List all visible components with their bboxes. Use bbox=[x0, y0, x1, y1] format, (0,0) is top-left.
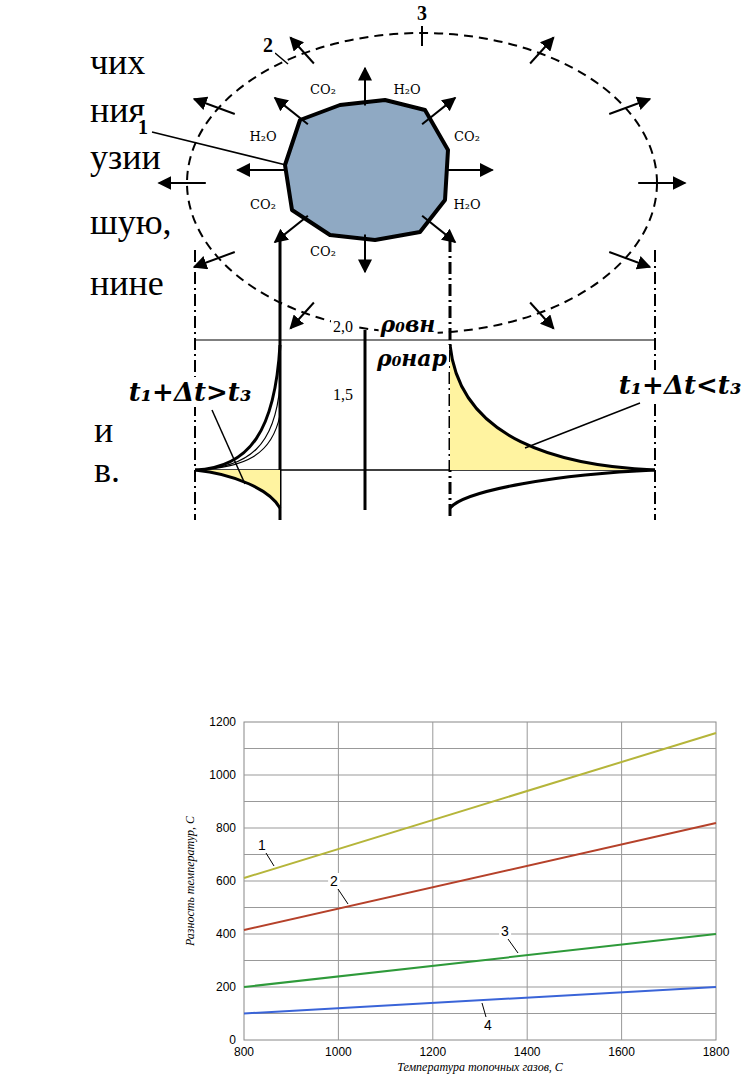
flow-arrow bbox=[530, 303, 554, 329]
series-number: 2 bbox=[328, 873, 340, 889]
condition-label: t₁+Δt<t₃ bbox=[617, 370, 744, 400]
gas-label: CO₂ bbox=[308, 82, 338, 97]
flow-arrow bbox=[290, 38, 314, 64]
tick-label: 1200 bbox=[417, 1045, 448, 1059]
gas-label: H₂O bbox=[391, 82, 422, 97]
condition-label: t₁+Δt>t₃ bbox=[127, 377, 254, 407]
flow-arrow bbox=[446, 169, 493, 171]
leader-line bbox=[212, 410, 245, 484]
axis-value: 2,0 bbox=[331, 318, 355, 336]
flow-arrow bbox=[275, 216, 308, 242]
tick-label: 1000 bbox=[323, 1045, 354, 1059]
flow-arrow bbox=[638, 182, 685, 184]
flow-arrow bbox=[422, 98, 455, 124]
tick-label: 1400 bbox=[512, 1045, 543, 1059]
series-number: 4 bbox=[482, 1017, 494, 1033]
leader-line bbox=[275, 53, 288, 64]
tick-label: 1600 bbox=[606, 1045, 637, 1059]
flow-arrow bbox=[238, 169, 285, 171]
leader-line bbox=[421, 26, 423, 46]
tick-label: 600 bbox=[214, 874, 238, 888]
callout-number: 1 bbox=[136, 116, 150, 139]
fuel-particle bbox=[285, 100, 448, 240]
axis-value: 1,5 bbox=[331, 386, 355, 404]
flow-arrows bbox=[159, 38, 685, 329]
line-chart bbox=[244, 722, 716, 1040]
body-text: в. bbox=[92, 449, 122, 491]
shaded-area bbox=[195, 470, 280, 508]
gas-label: CO₂ bbox=[308, 244, 338, 259]
gas-label: CO₂ bbox=[452, 129, 482, 144]
flow-arrow bbox=[364, 68, 366, 105]
boundary-layer bbox=[187, 33, 657, 333]
tick-label: 800 bbox=[232, 1045, 256, 1059]
density-curves bbox=[195, 345, 655, 508]
tick-label: 200 bbox=[214, 980, 238, 994]
axis-title: Температура топочных газов, С bbox=[395, 1060, 565, 1075]
series-number: 1 bbox=[256, 837, 268, 853]
flow-arrow bbox=[159, 182, 206, 184]
axis-title: ρ₀вн bbox=[379, 311, 438, 337]
tick-label: 400 bbox=[214, 927, 238, 941]
flow-arrow bbox=[530, 38, 554, 64]
leader-line bbox=[525, 403, 640, 448]
callout-number: 2 bbox=[261, 34, 275, 57]
flow-arrow bbox=[364, 235, 366, 272]
flow-arrow bbox=[194, 252, 235, 267]
tick-label: 1800 bbox=[701, 1045, 732, 1059]
tick-label: 1000 bbox=[207, 768, 238, 782]
flow-arrow bbox=[194, 99, 235, 114]
gas-label: H₂O bbox=[451, 197, 482, 212]
body-text: узии bbox=[88, 136, 163, 178]
axis-title: ρ₀нар bbox=[375, 345, 449, 371]
body-text: шую, bbox=[88, 201, 174, 243]
tick-label: 1200 bbox=[207, 715, 238, 729]
gas-label: H₂O bbox=[247, 129, 278, 144]
body-text: чих bbox=[88, 41, 147, 83]
shaded-area bbox=[450, 345, 655, 470]
flow-arrow bbox=[290, 303, 314, 329]
tick-label: 800 bbox=[214, 821, 238, 835]
series-number: 3 bbox=[499, 923, 511, 939]
axis-title: Разность температур, С bbox=[183, 814, 198, 948]
callout-number: 3 bbox=[415, 2, 429, 25]
flow-arrow bbox=[275, 98, 308, 124]
body-text: и bbox=[92, 409, 115, 451]
flow-arrow bbox=[609, 99, 650, 114]
flow-arrow bbox=[609, 252, 650, 267]
gas-label: CO₂ bbox=[248, 197, 278, 212]
body-text: нине bbox=[88, 262, 166, 304]
projection-lines bbox=[195, 240, 655, 520]
flow-arrow bbox=[422, 216, 455, 242]
